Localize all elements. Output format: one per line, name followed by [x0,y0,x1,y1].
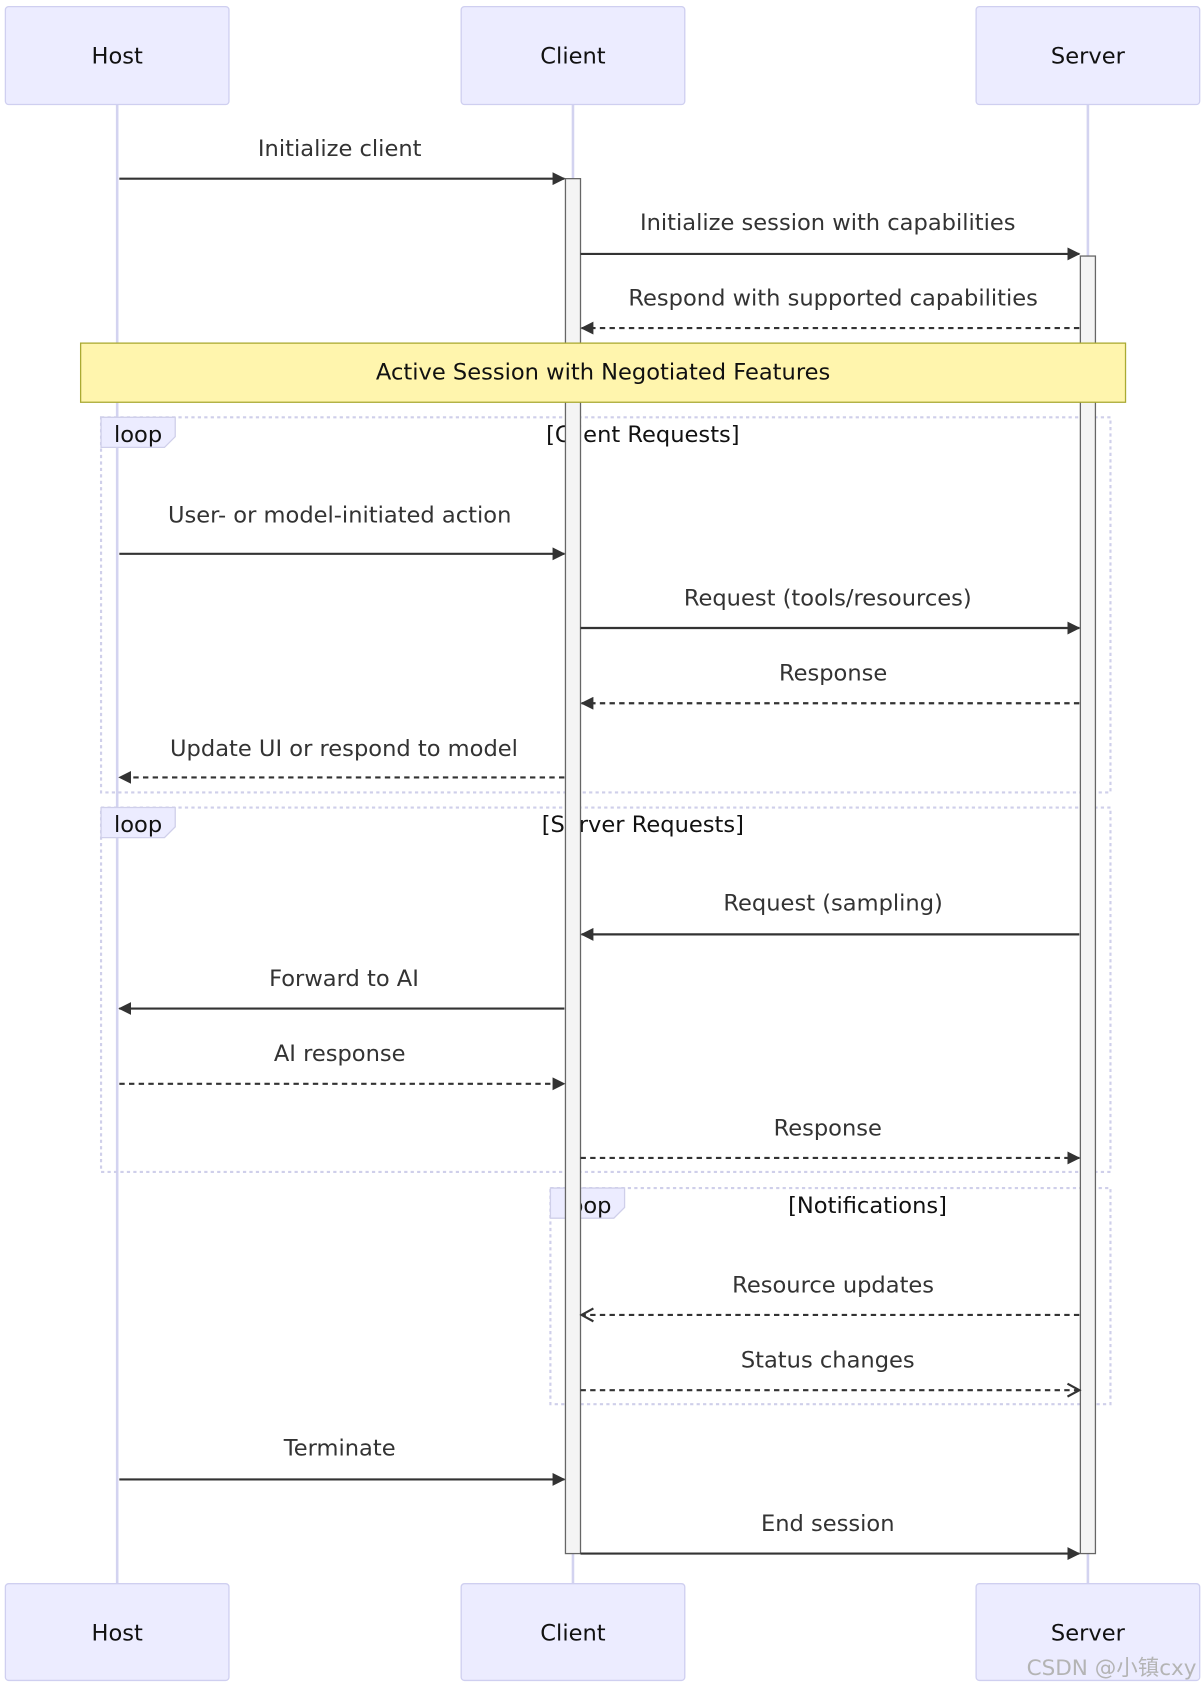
message-respond-capabilities: Respond with supported capabilities [580,286,1080,335]
message-label: Initialize session with capabilities [640,210,1016,236]
message-response-sampling: Response [580,1115,1081,1165]
message-label: AI response [274,1041,406,1067]
note-text: Active Session with Negotiated Features [376,360,830,386]
actor-label: Client [540,44,605,70]
message-label: User- or model-initiated action [168,503,511,529]
message-response-tools: Response [580,661,1080,710]
message-end-session: End session [580,1511,1081,1561]
message-label: Request (tools/resources) [684,585,972,611]
actor-server-top: Server [975,6,1201,106]
activation-bar-client [564,178,582,1555]
message-status-changes: Status changes [580,1348,1080,1391]
message-label: Initialize client [258,136,422,162]
message-label: Forward to AI [269,966,419,992]
actor-server-bottom: Server [975,1583,1201,1682]
message-label: Terminate [283,1436,396,1462]
message-label: Response [779,661,887,687]
loop-keyword: loop [114,812,162,838]
session-note: Active Session with Negotiated Features [79,342,1127,403]
message-label: Resource updates [732,1272,934,1298]
watermark: CSDN @小镇cxy [1027,1656,1197,1681]
loop-frame-server-requests: loop [Server Requests] [99,806,1112,1174]
message-label: Response [774,1115,882,1141]
loop-label-tab [100,806,176,839]
actor-label: Host [91,1621,143,1647]
message-label: Respond with supported capabilities [628,286,1038,312]
message-initialize-client: Initialize client [119,136,566,186]
loop-keyword: loop [114,422,162,448]
actor-host-bottom: Host [4,1583,230,1682]
activation-bar-server [1079,255,1097,1555]
message-request-tools: Request (tools/resources) [580,585,1081,635]
message-forward-to-ai: Forward to AI [118,966,565,1015]
message-ai-response: AI response [119,1041,566,1091]
message-label: Status changes [741,1348,915,1374]
actor-client-bottom: Client [460,1583,686,1682]
actor-label: Server [1051,1621,1126,1647]
message-update-ui: Update UI or respond to model [118,736,565,784]
actor-host-top: Host [4,6,230,106]
message-terminate: Terminate [119,1436,566,1486]
loop-label-tab [100,416,176,449]
message-label: Update UI or respond to model [170,736,518,762]
message-request-sampling: Request (sampling) [580,891,1080,941]
actor-label: Client [540,1621,605,1647]
message-initialize-session: Initialize session with capabilities [580,210,1081,261]
message-user-action: User- or model-initiated action [119,503,566,561]
actor-label: Server [1051,44,1126,70]
loop-condition: [Notifications] [788,1193,947,1219]
message-resource-updates: Resource updates [582,1272,1080,1315]
message-label: End session [761,1511,895,1537]
actor-label: Host [91,44,143,70]
actor-client-top: Client [460,6,686,106]
message-label: Request (sampling) [723,891,942,917]
